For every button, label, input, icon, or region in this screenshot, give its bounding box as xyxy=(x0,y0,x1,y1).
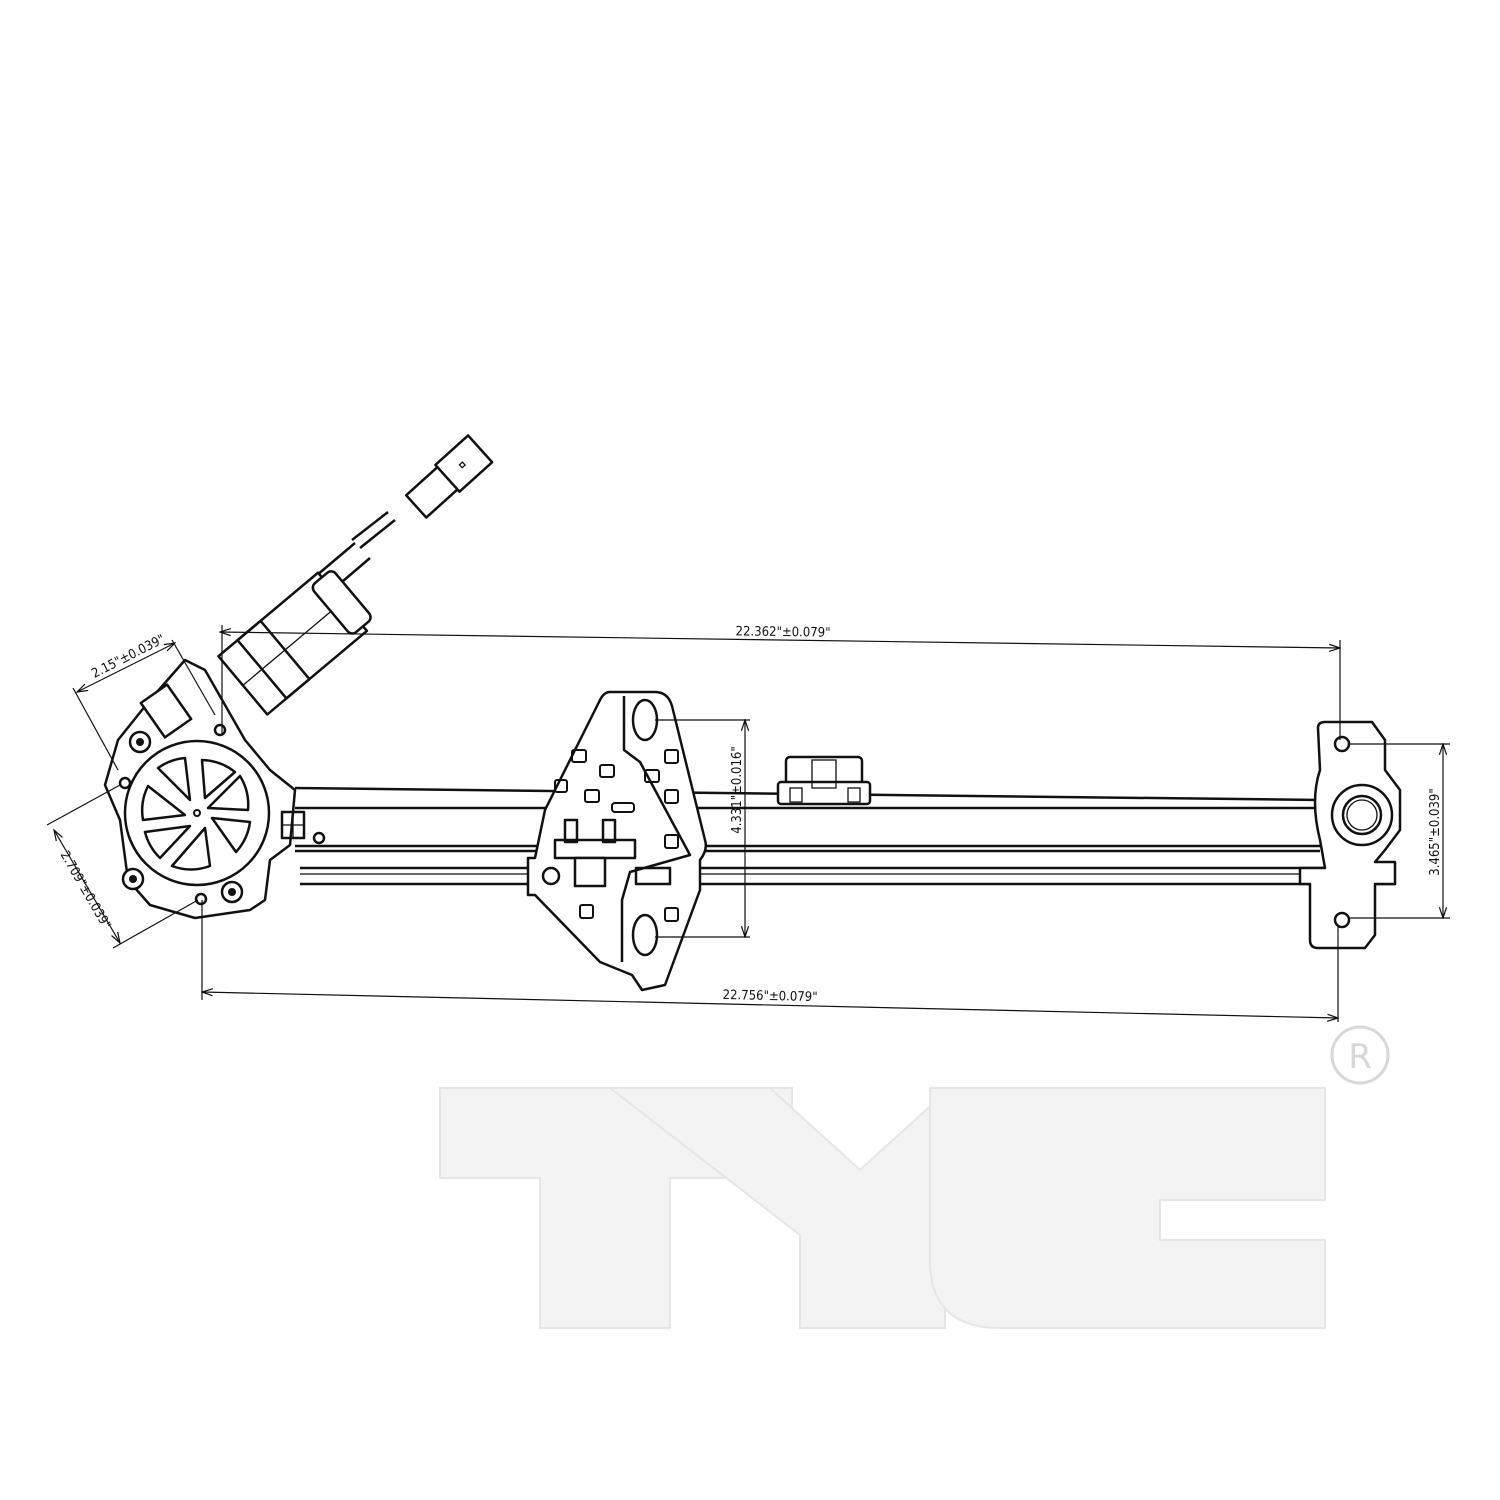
pulley-bracket xyxy=(1298,720,1402,950)
glass-carrier xyxy=(526,690,708,992)
regulator-rails xyxy=(294,786,1395,886)
dim-bracket-spacing: 3.465"±0.039" xyxy=(1428,788,1443,876)
dim-top-length: 22.362"±0.079" xyxy=(735,624,830,640)
dim-motor-height: 2.709"±0.039" xyxy=(57,849,114,932)
dim-carrier-spacing: 4.331"±0.016" xyxy=(730,746,745,834)
dimension-lines xyxy=(46,625,1450,1022)
registered-mark: R xyxy=(1348,1037,1372,1077)
cable-clip xyxy=(776,755,872,806)
dim-bottom-length: 22.756"±0.079" xyxy=(722,988,817,1005)
drum-spokes xyxy=(140,756,252,871)
tyc-logo: R xyxy=(439,1025,1390,1329)
dim-motor-width: 2.15"±0.039" xyxy=(89,632,167,682)
